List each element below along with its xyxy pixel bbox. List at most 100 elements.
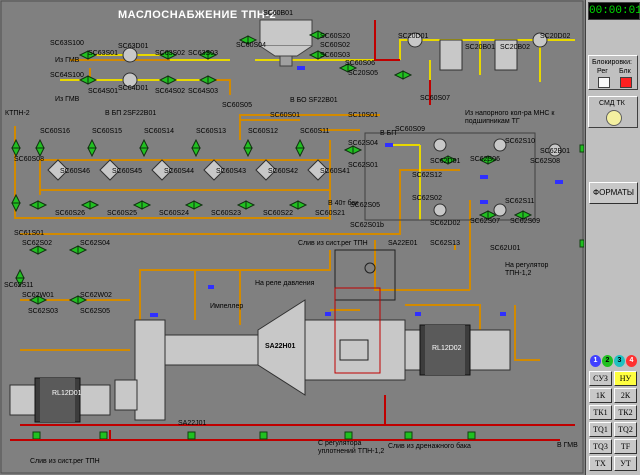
formats-button[interactable]: ФОРМАТЫ: [589, 182, 638, 204]
clock: 00:00:01: [588, 2, 640, 20]
from-pressure-label: Из напорного кол-ра МНС к подшипникам ТГ: [465, 110, 555, 125]
tab-2[interactable]: 2: [602, 355, 613, 367]
oil-supply-scheme: МАСЛОСНАБЖЕНИЕ ТПН-2 SC60B01 Из ГМВ Из Г…: [0, 0, 584, 475]
tag: SC62W02: [80, 292, 112, 299]
tag: SC64S02: [155, 88, 185, 95]
format-button-1k[interactable]: 1К: [589, 388, 612, 403]
tag: SC62S13: [430, 240, 460, 247]
tag: SC61S01: [14, 230, 44, 237]
tag: SC62S12: [412, 172, 442, 179]
tag: SC60S01: [270, 112, 300, 119]
oil-tank: [259, 19, 313, 67]
tag: SC60S45: [112, 168, 142, 175]
drain-reg-label: Слив из сист.рег ТПН: [298, 240, 368, 247]
tag: SC62S09: [510, 218, 540, 225]
tab-3[interactable]: 3: [614, 355, 625, 367]
format-button-tq1[interactable]: ТQ1: [589, 422, 612, 437]
tag: SC60S41: [320, 168, 350, 175]
reg-label: Рег: [597, 68, 608, 75]
drain-bottom-label: Слив из сист.рег ТПН: [30, 458, 100, 465]
tag: SC60S22: [263, 210, 293, 217]
tab-4[interactable]: 4: [626, 355, 637, 367]
tag: SC62U01: [490, 245, 521, 252]
to-gmv-label: В ГМВ: [557, 442, 578, 449]
tag: SC62S03: [28, 308, 58, 315]
tag: SC62S04: [80, 240, 110, 247]
tab-1[interactable]: 1: [590, 355, 601, 367]
tag: SC60S25: [107, 210, 137, 217]
format-button-tq3[interactable]: ТQ3: [589, 439, 612, 454]
tag: SC62S08: [530, 158, 560, 165]
format-button-tq2[interactable]: ТQ2: [614, 422, 637, 437]
blk-label: Блк: [619, 68, 631, 75]
tag: SC62S05: [350, 202, 380, 209]
from-gmv-1: Из ГМВ: [55, 57, 80, 64]
locks-title: Блокировки:: [592, 59, 632, 66]
tag: SC62S01: [348, 162, 378, 169]
ktpn2-label: КТПН-2: [5, 110, 30, 117]
tag: SC60S03: [320, 52, 350, 59]
format-button-2k[interactable]: 2К: [614, 388, 637, 403]
reg-indicator[interactable]: [598, 77, 610, 88]
to-bp-1: В БП 2SF22B01: [105, 110, 157, 117]
tag: SC60S21: [315, 210, 345, 217]
tag: SC62S11: [4, 282, 34, 289]
tag: SC62D02: [430, 220, 461, 227]
format-button-ut[interactable]: УТ: [614, 456, 637, 471]
from-gmv-2: Из ГМВ: [55, 96, 80, 103]
to-bp-2: В БП: [380, 130, 397, 137]
smd-lamp-icon[interactable]: [606, 110, 622, 126]
tag: SC64D01: [118, 85, 149, 92]
impeller-label: Импеллер: [210, 303, 244, 310]
tag: SC60S13: [196, 128, 226, 135]
scheme-lines: [0, 0, 584, 474]
tag: SC60S24: [159, 210, 189, 217]
format-button-tf[interactable]: ТF: [614, 439, 637, 454]
tag: SC60S23: [211, 210, 241, 217]
drain-tank-label: Слив из дренажного бака: [388, 443, 471, 450]
side-panel: 00:00:01 Блокировки: Рег Блк СМД ТК ФОРМ…: [585, 0, 640, 475]
tag: SC60S11: [300, 128, 330, 135]
tag: SC60S43: [216, 168, 246, 175]
tag: SC60S16: [40, 128, 70, 135]
tag: SC62S06: [470, 156, 500, 163]
tag: SC64S03: [188, 88, 218, 95]
tag: SC60S04: [236, 42, 266, 49]
format-button-suz[interactable]: СУЗ: [589, 371, 612, 386]
tag: SC20S05: [348, 70, 378, 77]
from-regulator-label: С регулятора уплотнений ТПН-1,2: [318, 440, 385, 455]
to-pressure-relay: На реле давления: [255, 280, 315, 287]
tag: SC63S100: [50, 40, 84, 47]
tag: SC64S01: [88, 88, 118, 95]
smd-label: СМД ТК: [599, 100, 625, 107]
tag: SC20B01: [465, 44, 495, 51]
tag: SC60S15: [92, 128, 122, 135]
sa22e01-label: SA22E01: [388, 240, 418, 247]
tag: SC10S01: [348, 112, 378, 119]
tag: SC60S05: [222, 102, 252, 109]
tag: SC60S42: [268, 168, 298, 175]
format-button-tk1[interactable]: ТК1: [589, 405, 612, 420]
tag: SC60S07: [420, 95, 450, 102]
format-button-nu[interactable]: НУ: [614, 371, 637, 386]
tag: SC20D01: [398, 33, 429, 40]
tag: SC62S02: [412, 195, 442, 202]
tag: SC60S02: [320, 42, 350, 49]
blk-indicator[interactable]: [620, 77, 632, 88]
tag: SC62S04: [348, 140, 378, 147]
smd-panel: СМД ТК: [588, 96, 638, 128]
tag: SC20B02: [500, 44, 530, 51]
format-button-tk2[interactable]: ТК2: [614, 405, 637, 420]
to-40t-tank: В 40т бак: [328, 200, 359, 207]
tag: SC60S20: [320, 33, 350, 40]
tag: SC62S05: [80, 308, 110, 315]
format-button-tx[interactable]: ТХ: [589, 456, 612, 471]
tag: SC60S12: [248, 128, 278, 135]
tag: SC60S26: [55, 210, 85, 217]
to-regulator-label: На регулятор ТПН-1,2: [505, 262, 549, 277]
tag: SC64S100: [50, 72, 84, 79]
tag: SC60S14: [144, 128, 174, 135]
tag: SC20D02: [540, 33, 571, 40]
tag: SC62S11: [505, 198, 535, 205]
tag: SC62S02: [22, 240, 52, 247]
